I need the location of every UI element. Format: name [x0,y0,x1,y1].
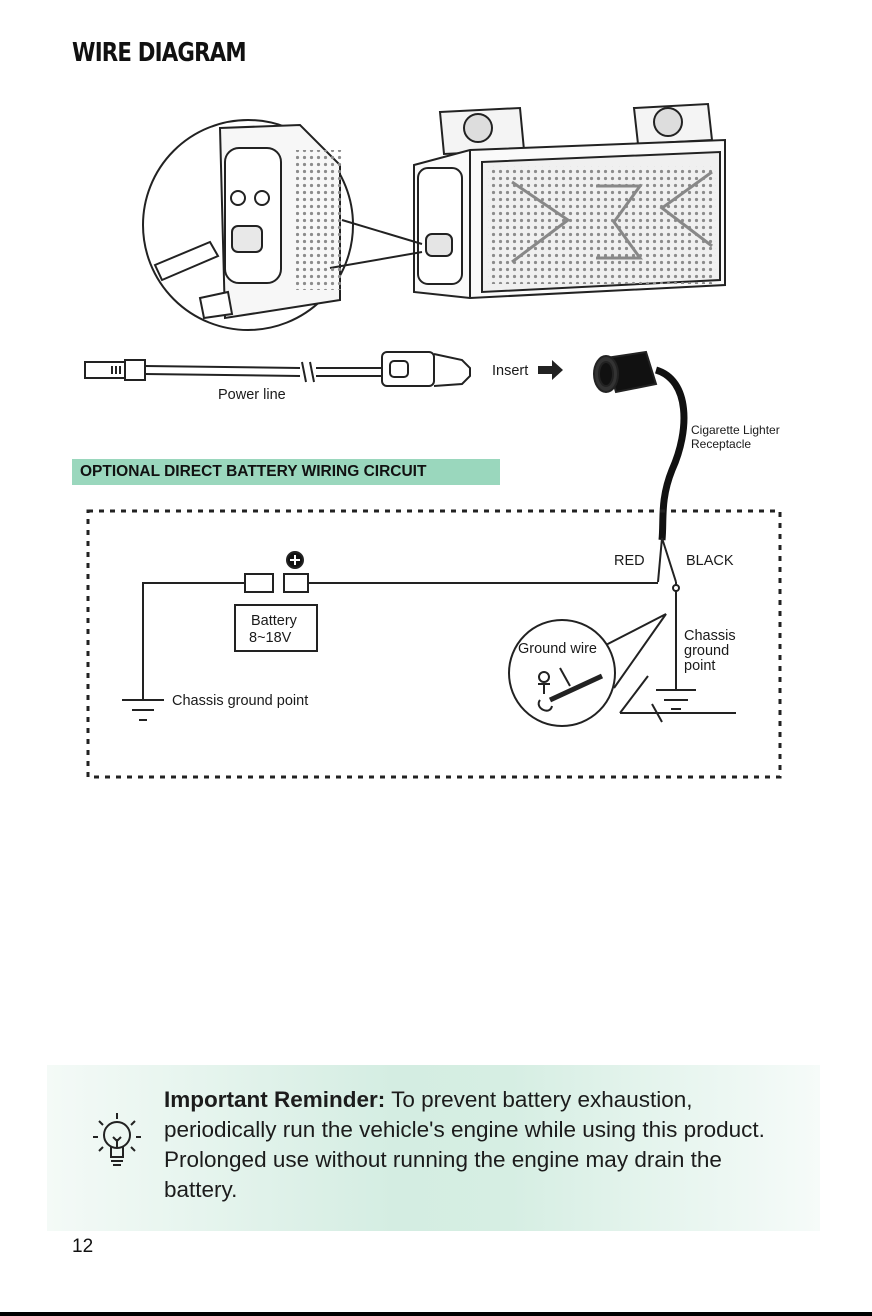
page-number: 12 [72,1236,94,1257]
power-line-cable [84,351,471,387]
power-line-label: Power line [218,387,286,403]
circuit-wires [142,582,677,700]
battery-label-line2: 8~18V [249,630,292,646]
battery-label-line1: Battery [251,613,298,629]
bottom-rule [0,1312,872,1316]
optional-circuit-heading: OPTIONAL DIRECT BATTERY WIRING CIRCUIT [72,459,500,485]
reminder-body: To prevent battery exhaustion, periodica… [164,1087,765,1202]
ground-wire-callout [508,613,667,727]
page-title: WIRE DIAGRAM [72,38,247,68]
black-wire-label: BLACK [686,553,734,569]
chassis-ground-point-label: Chassis ground point [172,693,308,709]
ground-wire-label: Ground wire [518,641,597,657]
optional-circuit-box [86,509,782,779]
red-wire-label: RED [614,553,645,569]
reminder-heading: Important Reminder: [164,1087,386,1112]
wire-diagram: Power line Insert Cigarette Lighter Rece… [84,102,782,779]
insert-arrow-icon [538,360,563,380]
lightbulb-icon [93,1113,141,1166]
important-reminder-panel: Important Reminder: To prevent battery e… [47,1065,820,1231]
chassis-ground-label-line1: Chassis [684,628,736,644]
chassis-ground-label-line3: point [684,658,715,674]
speaker-bar-illustration [413,102,726,300]
insert-label: Insert [492,363,528,379]
important-reminder-text: Important Reminder: To prevent battery e… [164,1085,784,1205]
receptacle-label-line1: Cigarette Lighter [691,423,780,437]
battery-symbol [234,551,318,652]
chassis-ground-symbol-right [619,584,736,723]
cigarette-lighter-receptacle [593,350,688,541]
chassis-ground-symbol-left [122,699,164,721]
port-zoom-callout [142,119,423,331]
chassis-ground-label-line2: ground [684,643,729,659]
receptacle-label-line2: Receptacle [691,437,751,451]
